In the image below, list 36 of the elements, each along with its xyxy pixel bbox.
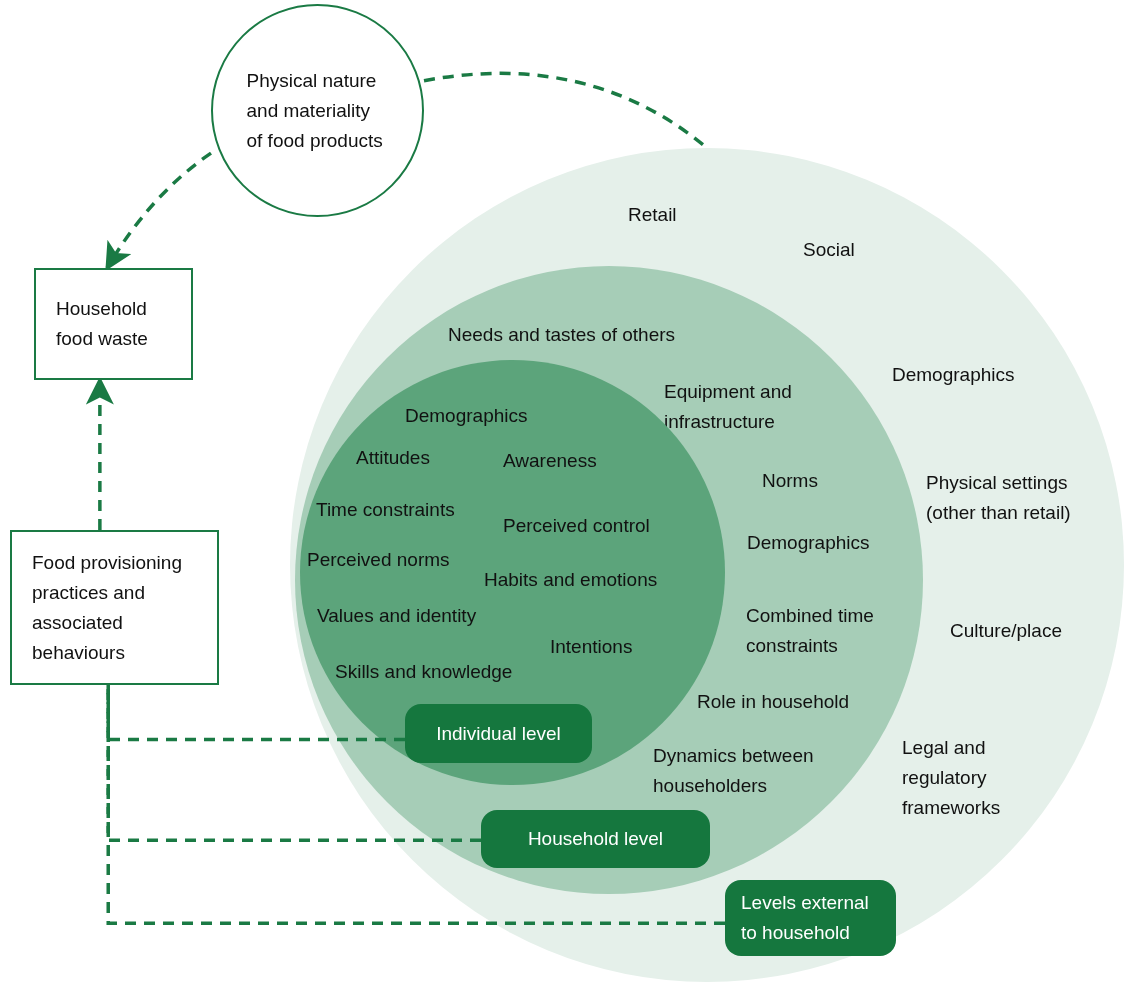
factor-label: Habits and emotions — [484, 568, 659, 592]
factor-label: Values and identity — [317, 604, 478, 628]
factor-label: Dynamics between householders — [653, 744, 815, 798]
outcome-box — [10, 530, 219, 685]
factor-label: Norms — [762, 469, 819, 493]
factor-label: Time constraints — [316, 498, 456, 522]
dashed-connector — [106, 685, 405, 742]
level-tag — [481, 810, 710, 868]
factor-label: Needs and tastes of others — [448, 323, 677, 347]
factor-label: Perceived norms — [307, 548, 451, 572]
factor-label: Physical settings (other than retail) — [926, 471, 1072, 525]
factor-label: Culture/place — [950, 619, 1063, 643]
factor-label: Equipment and infrastructure — [664, 380, 793, 434]
factor-label: Demographics — [892, 363, 1016, 387]
level-label: Levels external to household — [741, 891, 870, 945]
factor-label: Retail — [628, 203, 678, 227]
level-tag — [405, 704, 592, 763]
level-tag — [725, 880, 896, 956]
dashed-connector — [105, 151, 213, 271]
factor-label: Demographics — [747, 531, 871, 555]
factor-label: Combined time constraints — [746, 604, 875, 658]
node-label: Physical nature and materiality of food products — [246, 68, 384, 153]
factor-label: Awareness — [503, 449, 598, 473]
factor-label: Social — [803, 238, 856, 262]
level-label: Household level — [527, 827, 664, 851]
factor-label: Skills and knowledge — [335, 660, 514, 684]
factor-label: Demographics — [405, 404, 529, 428]
factor-label: Attitudes — [356, 446, 431, 470]
level-label: Individual level — [436, 721, 561, 746]
factor-label: Legal and regulatory frameworks — [902, 736, 1002, 820]
factor-label: Role in household — [697, 690, 851, 714]
factor-label: Intentions — [550, 635, 634, 659]
node-label: Food provisioning practices and associated behaviours — [31, 550, 183, 665]
factor-label: Perceived control — [503, 514, 651, 538]
node-label: Household food waste — [55, 297, 149, 351]
outcome-box — [34, 268, 193, 380]
